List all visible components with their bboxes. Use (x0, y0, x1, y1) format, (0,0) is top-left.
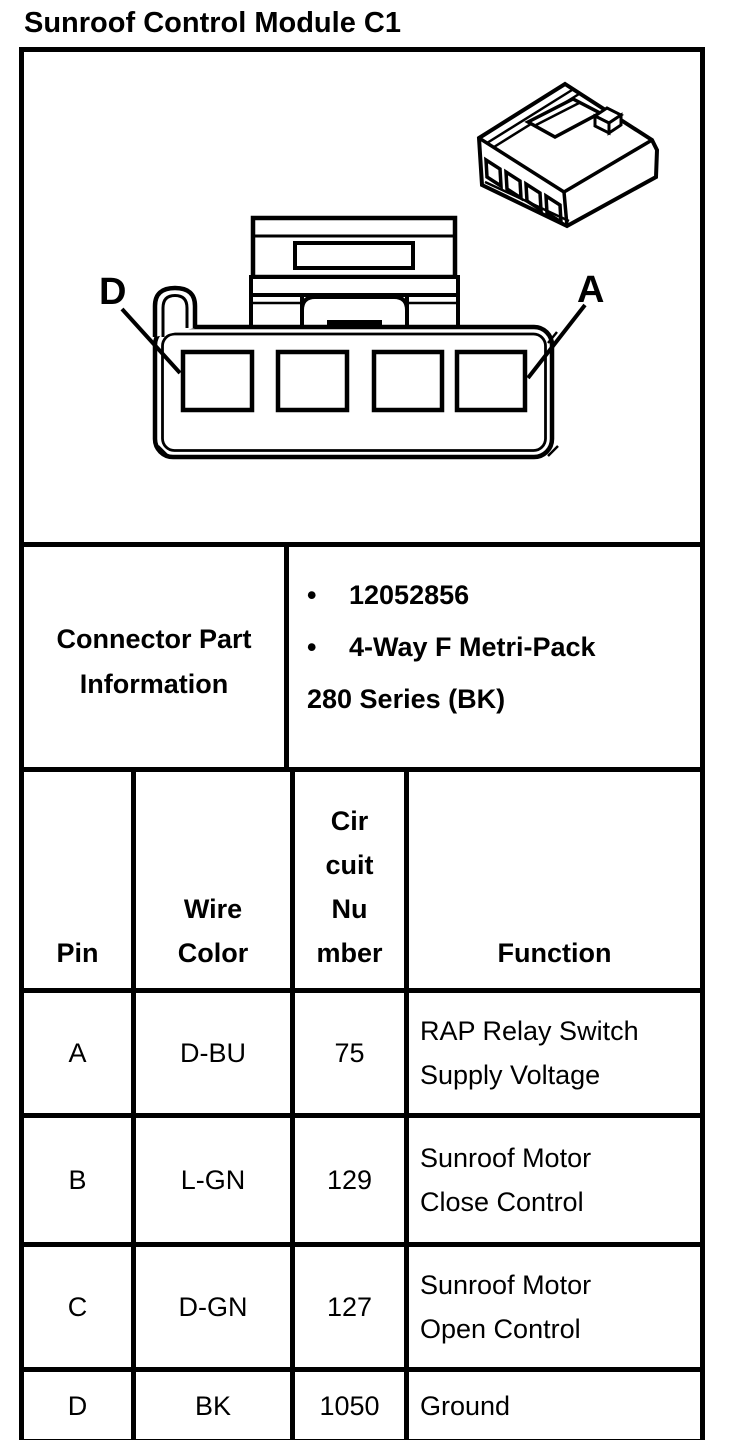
header-function: Function (497, 938, 612, 968)
function-cell: Sunroof Motor Open Control (420, 1270, 592, 1344)
header-pin: Pin (24, 772, 136, 988)
pin-cell: A (24, 993, 136, 1113)
pin-d-leader-line (120, 307, 182, 375)
part-info-header: Connector Part Information (24, 547, 289, 767)
page-title: Sunroof Control Module C1 (24, 7, 401, 39)
part-info-details: • 12052856 • 4-Way F Metri-Pack 280 Seri… (289, 547, 700, 767)
connector-type-item: • 4-Way F Metri-Pack (307, 621, 694, 673)
part-number-item: • 12052856 (307, 569, 694, 621)
circuit-number-cell: 1050 (295, 1372, 409, 1439)
circuit-number-cell: 129 (295, 1118, 409, 1242)
connector-diagram-cell: D A (24, 52, 700, 547)
connector-type: 4-Way F Metri-Pack (349, 632, 596, 662)
latch-block (592, 106, 624, 136)
wire-color-cell: BK (136, 1372, 295, 1439)
circuit-number-cell: 75 (295, 993, 409, 1113)
pin-cell: B (24, 1118, 136, 1242)
connector-type-continuation: 280 Series (BK) (307, 684, 506, 714)
circuit-number-cell: 127 (295, 1247, 409, 1367)
pin-cell: C (24, 1247, 136, 1367)
function-cell: Sunroof Motor Close Control (420, 1143, 592, 1217)
function-cell: Ground (420, 1390, 511, 1421)
pin-cell: D (24, 1372, 136, 1439)
wire-color-cell: D-BU (136, 993, 295, 1113)
pin-d-label: D (99, 271, 126, 313)
bullet-icon: • (307, 580, 317, 610)
connector-diagram: D A (99, 81, 660, 460)
pin-table-header-row: Pin Wire Color Cir cuit Nu mber Function (24, 772, 700, 993)
terminal-holes-3d (484, 156, 563, 226)
bullet-icon: • (307, 632, 317, 662)
header-wire-color: Wire Color (136, 772, 295, 988)
table-row-pin-a: A D-BU 75 RAP Relay Switch Supply Voltag… (24, 993, 700, 1118)
table-row-pin-d: D BK 1050 Ground (24, 1372, 700, 1439)
connector-3d-view (476, 81, 660, 229)
table-row-pin-c: C D-GN 127 Sunroof Motor Open Control (24, 1247, 700, 1372)
part-info-row: Connector Part Information • 12052856 • … (24, 547, 700, 772)
header-circuit-number: Cir cuit Nu mber (295, 772, 409, 988)
pin-a-label: A (577, 269, 604, 311)
table-row-pin-b: B L-GN 129 Sunroof Motor Close Control (24, 1118, 700, 1247)
wire-color-cell: D-GN (136, 1247, 295, 1367)
part-number: 12052856 (349, 580, 470, 610)
pin-a-leader-line (526, 303, 587, 380)
wire-color-cell: L-GN (136, 1118, 295, 1242)
function-cell: RAP Relay Switch Supply Voltage (420, 1016, 639, 1090)
terminal-cavities (180, 349, 528, 413)
connector-front-view: D A (99, 215, 604, 460)
connector-table: D A Connector Part Information • 1205285… (19, 47, 705, 1440)
